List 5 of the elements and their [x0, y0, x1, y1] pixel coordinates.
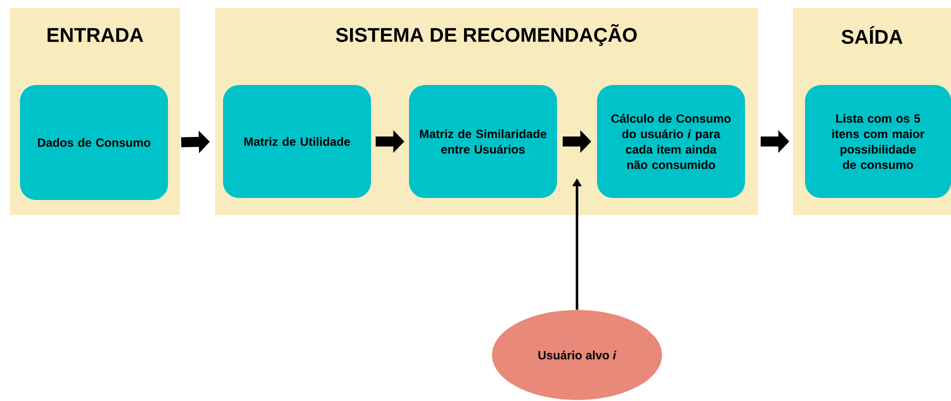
process-box: Dados de Consumo: [20, 85, 168, 200]
process-box: Lista com os 5 itens com maior possibilidade de consumo: [805, 85, 951, 198]
process-box: Matriz de Similaridade entre Usuários: [409, 85, 557, 198]
process-box: Cálculo de Consumo do usuário i para cada item ainda não consumido: [597, 85, 745, 198]
process-box: Matriz de Utilidade: [223, 85, 371, 198]
